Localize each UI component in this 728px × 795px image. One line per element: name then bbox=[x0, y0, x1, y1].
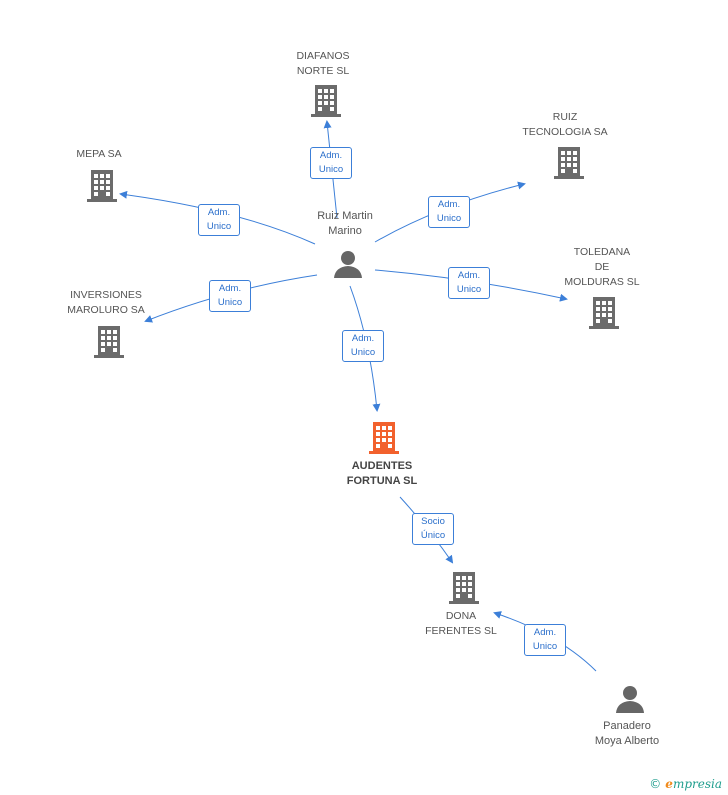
building-icon[interactable] bbox=[553, 146, 585, 180]
relation-badge[interactable]: Adm. Unico bbox=[524, 624, 566, 656]
building-icon[interactable] bbox=[448, 571, 480, 605]
copyright-icon: © bbox=[649, 777, 662, 791]
node-label-diafanos[interactable]: DIAFANOS NORTE SL bbox=[296, 50, 350, 77]
building-icon[interactable] bbox=[588, 296, 620, 330]
building-icon-focus[interactable] bbox=[368, 421, 400, 455]
node-label-audentes[interactable]: AUDENTES FORTUNA SL bbox=[346, 460, 418, 487]
node-label-panadero[interactable]: Panadero Moya Alberto bbox=[594, 720, 660, 747]
relation-badge[interactable]: Adm. Unico bbox=[428, 196, 470, 228]
building-icon[interactable] bbox=[310, 84, 342, 118]
node-label-dona[interactable]: DONA FERENTES SL bbox=[425, 610, 497, 637]
brand-logo: ©empresia bbox=[649, 777, 722, 791]
relation-badge[interactable]: Adm. Unico bbox=[209, 280, 251, 312]
node-label-ruiz-martin[interactable]: Ruiz Martin Marino bbox=[317, 210, 373, 237]
building-icon[interactable] bbox=[86, 169, 118, 203]
relation-badge[interactable]: Adm. Unico bbox=[448, 267, 490, 299]
person-icon[interactable] bbox=[333, 250, 363, 278]
building-icon[interactable] bbox=[93, 325, 125, 359]
relation-badge[interactable]: Adm. Unico bbox=[198, 204, 240, 236]
person-icon[interactable] bbox=[615, 685, 645, 713]
node-label-ruiz-tecnologia[interactable]: RUIZ TECNOLOGIA SA bbox=[522, 111, 608, 138]
relation-badge[interactable]: Socio Único bbox=[412, 513, 454, 545]
node-label-toledana[interactable]: TOLEDANA DE MOLDURAS SL bbox=[564, 246, 640, 288]
node-label-inversiones[interactable]: INVERSIONES MAROLURO SA bbox=[67, 289, 145, 316]
relation-badge[interactable]: Adm. Unico bbox=[310, 147, 352, 179]
relation-badge[interactable]: Adm. Unico bbox=[342, 330, 384, 362]
node-label-mepa[interactable]: MEPA SA bbox=[76, 148, 122, 160]
